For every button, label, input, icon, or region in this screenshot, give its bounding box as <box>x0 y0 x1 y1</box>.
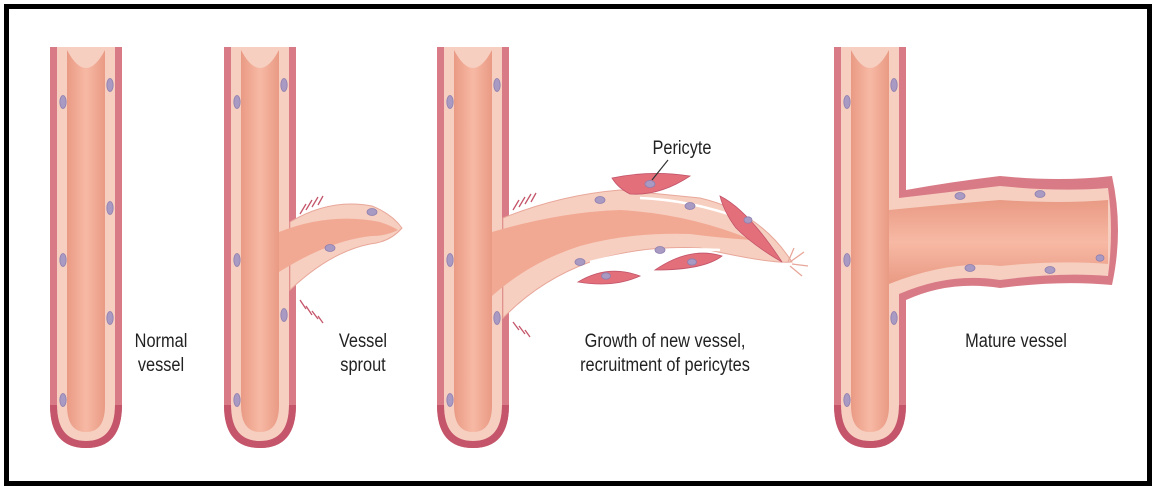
vessel-lumen <box>851 50 889 432</box>
nucleus <box>891 79 897 92</box>
nucleus <box>234 394 240 407</box>
nucleus <box>60 254 66 267</box>
filopodia <box>788 248 808 276</box>
growth-label: Growth of new vessel, recruitment of per… <box>566 330 764 378</box>
nucleus <box>447 96 453 109</box>
nucleus <box>955 193 965 200</box>
nucleus <box>447 254 453 267</box>
label-line: recruitment of pericytes <box>566 354 764 378</box>
nucleus <box>744 217 752 223</box>
nucleus <box>234 96 240 109</box>
label-line: Normal <box>131 330 191 354</box>
nucleus <box>1035 191 1045 198</box>
nucleus <box>494 79 500 92</box>
normal-vessel <box>50 47 122 448</box>
growing-vessel <box>437 47 808 448</box>
nucleus <box>844 254 850 267</box>
vessel-lumen <box>241 50 279 432</box>
vessel-sprout-label: Vessel sprout <box>333 330 393 378</box>
sprouting-vessel <box>224 47 402 448</box>
pericyte-label: Pericyte <box>639 137 725 161</box>
label-line: Vessel <box>333 330 393 354</box>
vessel-lumen <box>454 50 492 432</box>
label-line: Growth of new vessel, <box>566 330 764 354</box>
nucleus <box>965 265 975 272</box>
nucleus <box>595 197 605 204</box>
nucleus <box>844 394 850 407</box>
nucleus <box>60 394 66 407</box>
nucleus <box>688 259 697 265</box>
nucleus <box>602 273 611 279</box>
nucleus <box>107 312 113 325</box>
pericyte-callout: Pericyte <box>652 138 711 159</box>
nucleus <box>281 309 287 322</box>
label-line: Mature vessel <box>956 330 1076 354</box>
nucleus <box>494 312 500 325</box>
nucleus <box>891 312 897 325</box>
nucleus <box>107 202 113 215</box>
nucleus <box>1096 255 1104 261</box>
normal-vessel-label: Normal vessel <box>131 330 191 378</box>
nucleus <box>325 245 335 252</box>
nucleus <box>645 181 655 188</box>
vessel-lumen <box>67 50 105 432</box>
nucleus <box>281 79 287 92</box>
label-line: vessel <box>131 354 191 378</box>
nucleus <box>447 394 453 407</box>
nucleus <box>234 254 240 267</box>
nucleus <box>60 96 66 109</box>
nucleus <box>655 247 665 254</box>
nucleus <box>575 259 585 266</box>
nucleus <box>107 79 113 92</box>
label-line: sprout <box>333 354 393 378</box>
nucleus <box>685 203 695 210</box>
nucleus <box>1045 267 1055 274</box>
mature-vessel <box>834 47 1118 448</box>
mature-vessel-label: Mature vessel <box>956 330 1076 354</box>
nucleus <box>844 96 850 109</box>
nucleus <box>367 209 377 216</box>
